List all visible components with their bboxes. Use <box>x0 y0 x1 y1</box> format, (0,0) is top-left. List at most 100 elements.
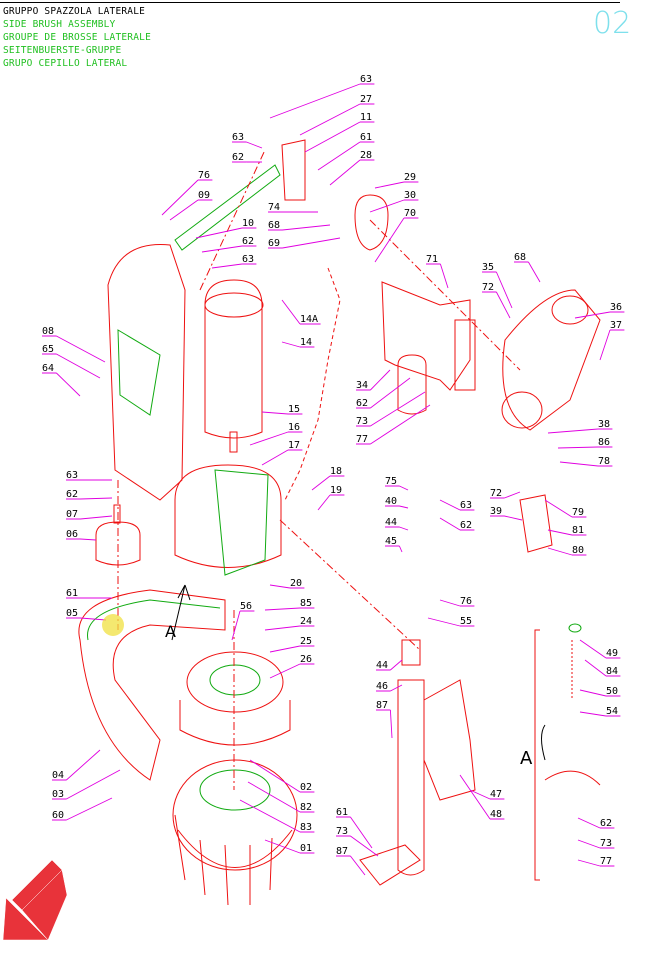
leader-line-36 <box>574 311 625 319</box>
leader-line-86 <box>557 446 613 449</box>
part-label-78: 78 <box>598 456 610 467</box>
motor-body <box>204 279 263 439</box>
part-label-34: 34 <box>356 380 368 391</box>
leader-line-46 <box>376 684 403 692</box>
leader-line-16 <box>249 431 303 446</box>
part-label-09: 09 <box>198 190 210 201</box>
leader-line-18 <box>311 475 345 491</box>
leader-line-75 <box>385 485 409 491</box>
spring-cam <box>544 770 601 786</box>
gear-motor <box>502 289 601 431</box>
part-label-04: 04 <box>52 770 64 781</box>
part-label-30: 30 <box>404 190 416 201</box>
motor-shaft <box>229 431 238 453</box>
arm-column <box>397 679 425 876</box>
highlight-marker <box>102 614 124 636</box>
leader-line-56 <box>231 610 255 641</box>
part-label-10: 10 <box>242 218 254 229</box>
leader-line-35 <box>482 271 513 309</box>
leader-line-27 <box>299 103 375 136</box>
leader-line-72 <box>490 491 521 499</box>
leader-line-05 <box>66 617 107 621</box>
part-label-05: 05 <box>66 608 78 619</box>
leader-line-81 <box>547 529 587 536</box>
leader-line-11 <box>304 121 375 153</box>
leader-line-38 <box>547 428 613 434</box>
part-label-26: 26 <box>300 654 312 665</box>
part-label-60: 60 <box>52 810 64 821</box>
part-label-73: 73 <box>600 838 612 849</box>
leader-line-87 <box>376 709 393 739</box>
leader-line-62 <box>201 245 257 253</box>
part-label-08: 08 <box>42 326 54 337</box>
bracket-stem <box>454 319 476 391</box>
leader-line-63 <box>269 83 375 119</box>
part-label-61: 61 <box>66 588 78 599</box>
detail-arrow <box>171 584 191 641</box>
leader-line-10 <box>195 227 257 239</box>
page-number: 02 <box>593 6 632 41</box>
leader-line-26 <box>269 663 315 679</box>
part-label-03: 03 <box>52 789 64 800</box>
title-de: SEITENBUERSTE-GRUPPE <box>3 45 122 56</box>
part-label-25: 25 <box>300 636 312 647</box>
leader-line-60 <box>52 797 113 821</box>
leader-line-73 <box>336 835 379 857</box>
arm-post <box>397 354 427 415</box>
assembly-line-3 <box>369 219 521 371</box>
title-es: GRUPO CEPILLO LATERAL <box>3 58 128 69</box>
leader-line-49 <box>579 639 621 659</box>
part-label-62: 62 <box>460 520 472 531</box>
leader-line-68 <box>268 224 331 231</box>
leader-line-17 <box>261 449 303 466</box>
leader-line-14 <box>281 341 315 348</box>
leader-line-65 <box>42 353 101 379</box>
leader-line-55 <box>427 617 475 627</box>
part-label-72: 72 <box>482 282 494 293</box>
leader-line-30 <box>369 199 419 213</box>
part-label-81: 81 <box>572 525 584 536</box>
part-label-75: 75 <box>385 476 397 487</box>
brush-hub <box>186 651 284 713</box>
part-label-86: 86 <box>598 437 610 448</box>
part-label-48: 48 <box>490 809 502 820</box>
part-label-17: 17 <box>288 440 300 451</box>
part-label-84: 84 <box>606 666 618 677</box>
leader-line-69 <box>268 237 341 249</box>
leader-line-68 <box>514 261 541 283</box>
arm-linkage <box>423 679 476 801</box>
belt-guard-edge <box>87 599 221 641</box>
leader-line-44 <box>376 659 403 671</box>
part-label-76: 76 <box>460 596 472 607</box>
part-label-39: 39 <box>490 506 502 517</box>
leader-line-06 <box>66 538 97 541</box>
leader-line-72 <box>482 291 511 319</box>
leader-line-28 <box>329 159 375 186</box>
leader-line-39 <box>490 515 523 521</box>
part-label-77: 77 <box>356 434 368 445</box>
leader-line-64 <box>42 372 81 397</box>
part-label-79: 79 <box>572 507 584 518</box>
detail-label-a: A <box>520 748 533 769</box>
brush-housing <box>107 244 186 501</box>
leader-line-62 <box>356 377 411 409</box>
part-label-63: 63 <box>360 74 372 85</box>
spring-bracket <box>534 629 540 881</box>
leader-line-24 <box>264 625 315 631</box>
leader-line-34 <box>356 369 391 391</box>
part-label-62: 62 <box>600 818 612 829</box>
leader-line-25 <box>269 645 315 653</box>
leader-line-45 <box>385 545 403 553</box>
back-arrow-icon[interactable] <box>2 859 68 941</box>
part-outlines <box>78 139 601 906</box>
bracket-plate <box>281 139 306 201</box>
belt-guard <box>78 589 226 781</box>
part-label-87: 87 <box>336 846 348 857</box>
leader-line-44 <box>385 526 409 531</box>
leader-line-62 <box>439 517 475 531</box>
part-label-47: 47 <box>490 789 502 800</box>
leader-line-14A <box>281 299 321 325</box>
linkage-arm <box>174 164 281 251</box>
leader-line-20 <box>269 584 305 589</box>
part-label-65: 65 <box>42 344 54 355</box>
